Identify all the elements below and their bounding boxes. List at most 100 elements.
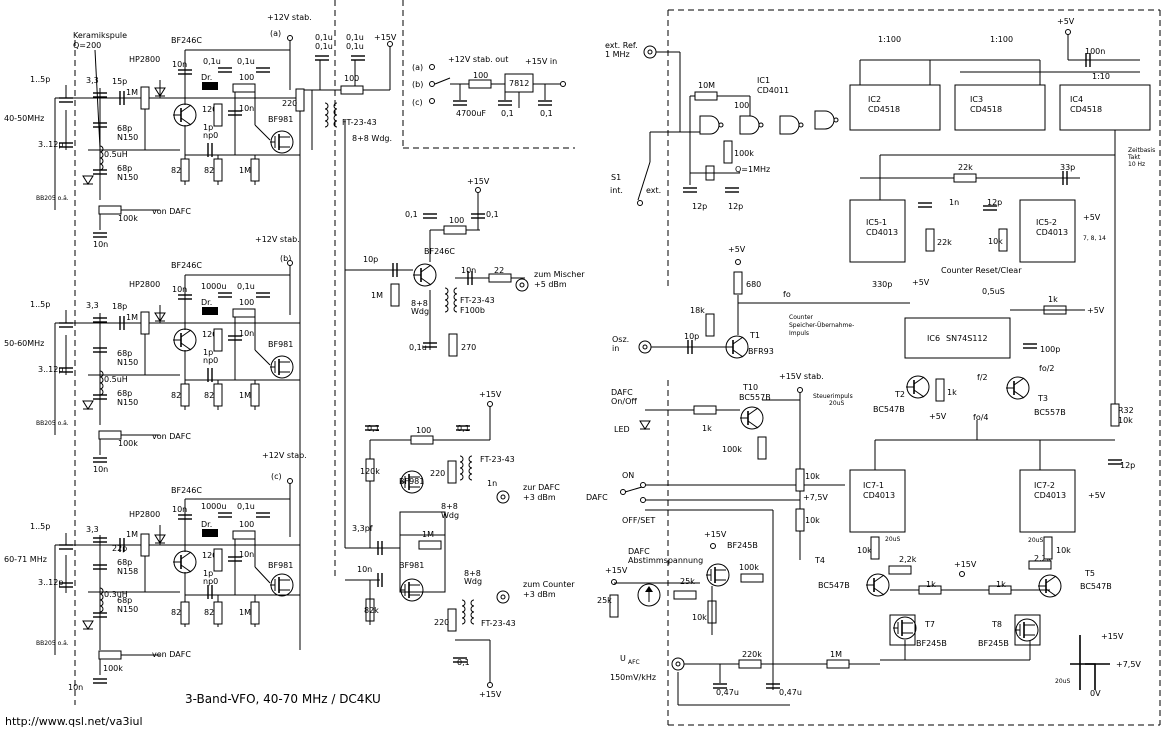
- trafo-label: FT-23-43: [342, 118, 377, 127]
- trafo-wdg: 8+8 Wdg.: [352, 134, 392, 143]
- vfo-band-2: 1..5p 50-60MHz 3..12p 3,3 18p HP2800 1M …: [4, 235, 301, 474]
- uafc-c047a: 0,47u: [716, 688, 739, 697]
- band-r82: 82k: [204, 608, 219, 617]
- div2: 1:100: [990, 35, 1013, 44]
- band-c1t: N150: [117, 133, 138, 142]
- band-varicap: BB205 o.ä.: [36, 420, 69, 427]
- split-r1m: 1M: [422, 530, 434, 539]
- led-label: LED: [614, 425, 630, 434]
- band-ctop: 10n: [172, 505, 187, 514]
- band-r82: 82k: [204, 391, 219, 400]
- band-cbot: 10n: [93, 240, 108, 249]
- buf-cin: 10p: [363, 255, 378, 264]
- band-var: 3..12p: [38, 140, 63, 149]
- buf-cout: 10n: [461, 266, 476, 275]
- osc-r100: 100: [734, 101, 749, 110]
- t5-r10k: 10k: [1056, 546, 1071, 555]
- split-trafo1: FT-23-43: [480, 455, 515, 464]
- ic7b-label: IC7-2: [1034, 481, 1055, 490]
- t4-r10k: 10k: [857, 546, 872, 555]
- t4-r22k: 2,2k: [899, 555, 917, 564]
- split-wdg-b2: Wdg: [464, 577, 482, 586]
- band-dec1: 1000u: [201, 502, 226, 511]
- band-coil: 0.5uH: [104, 375, 128, 384]
- reg-r: 100: [473, 71, 488, 80]
- t1-type: BFR93: [748, 347, 774, 356]
- s1-int: int.: [610, 186, 623, 195]
- us20b: 20uS: [885, 536, 900, 543]
- split-c10n: 10n: [357, 565, 372, 574]
- band-res: 1M: [126, 530, 138, 539]
- osc-r10m: 10M: [698, 81, 715, 90]
- t5-r1k: 1k: [996, 580, 1006, 589]
- buf-wdg2: Wdg: [411, 307, 429, 316]
- reg-sel-a: (a): [412, 63, 423, 72]
- split-supply-bot: +15V: [479, 690, 502, 699]
- ic5b-label: IC5-2: [1036, 218, 1057, 227]
- t3-label: T3: [1037, 394, 1048, 403]
- mixer-r: 100: [344, 74, 359, 83]
- us20c: 20uS: [1028, 537, 1043, 544]
- split-wdg2: Wdg: [441, 511, 459, 520]
- split-r82: 82k: [364, 606, 379, 615]
- band-cap-a: 3,3: [86, 301, 99, 310]
- pd-sup: +15V: [1101, 632, 1124, 641]
- t1-r680: 680: [746, 280, 761, 289]
- split-c33: 3,3pf: [352, 524, 373, 533]
- band-r100: 100: [239, 520, 254, 529]
- uafc-mv: 150mV/kHz: [610, 673, 656, 682]
- band-var: 3..12p: [38, 578, 63, 587]
- ic7a-type: CD4013: [863, 491, 895, 500]
- buf-rg: 1M: [371, 291, 383, 300]
- split-c-bot: 0,1: [457, 658, 470, 667]
- band-r82: 82k: [204, 166, 219, 175]
- source-url: http://www.qsl.net/va3iul: [5, 715, 143, 728]
- ic5b-type: CD4013: [1036, 228, 1068, 237]
- sw-v75: +7,5V: [803, 493, 828, 502]
- band-r820: 820: [171, 166, 186, 175]
- t5-type: BC547B: [1080, 582, 1112, 591]
- abst-p25k-b: 25k: [680, 577, 695, 586]
- buf-supply: +15V: [467, 177, 490, 186]
- band-r1m: 1M: [239, 391, 251, 400]
- reg-sel-c: (c): [412, 98, 423, 107]
- uafc-c047b: 0,47u: [779, 688, 802, 697]
- band-c1t: N150: [117, 358, 138, 367]
- f2-label: f/2: [977, 373, 988, 382]
- sw-on: ON: [622, 471, 634, 480]
- mixer-res: 220: [282, 99, 297, 108]
- band-c1t: N158: [117, 567, 138, 576]
- t10-sup: +15V stab.: [779, 372, 824, 381]
- buf-c-top-r: 0,1: [486, 210, 499, 219]
- reg-cap-2: 0,1: [540, 109, 553, 118]
- band-cbot: 10n: [68, 683, 83, 692]
- split-mos1: BF981: [399, 477, 424, 486]
- band-r120: 120k: [202, 105, 222, 114]
- band-r1m: 1M: [239, 608, 251, 617]
- ic5-c1n: 1n: [949, 198, 959, 207]
- impuls-lbl: Impuls: [789, 330, 809, 337]
- dafc-on: DAFC: [611, 388, 633, 397]
- buf-rout: 22: [494, 266, 504, 275]
- div1: 1:100: [878, 35, 901, 44]
- band-supply: +12V stab.: [255, 235, 300, 244]
- split-supply-top: +15V: [479, 390, 502, 399]
- band-trim: 1..5p: [30, 75, 50, 84]
- split-r220: 220: [430, 469, 445, 478]
- counter-lbl: Counter: [789, 314, 814, 321]
- band-c1p: 1p: [203, 569, 213, 578]
- cnt-supply: +5V: [1057, 17, 1075, 26]
- band-c2: 68p: [117, 596, 132, 605]
- takt: Takt: [1127, 154, 1141, 161]
- band-np0: np0: [203, 356, 218, 365]
- t2-r1k: 1k: [947, 388, 957, 397]
- cnt-c100n: 100n: [1085, 47, 1105, 56]
- band-fet: BF246C: [171, 486, 202, 495]
- band-np0: np0: [203, 577, 218, 586]
- ic5-vcc: +5V: [1083, 213, 1101, 222]
- reset-pulse: 0,5uS: [982, 287, 1005, 296]
- band-r100: 100: [239, 73, 254, 82]
- band-diode: HP2800: [129, 55, 160, 64]
- zeitbasis: Zeitbasis: [1128, 147, 1155, 154]
- ic7a-label: IC7-1: [863, 481, 884, 490]
